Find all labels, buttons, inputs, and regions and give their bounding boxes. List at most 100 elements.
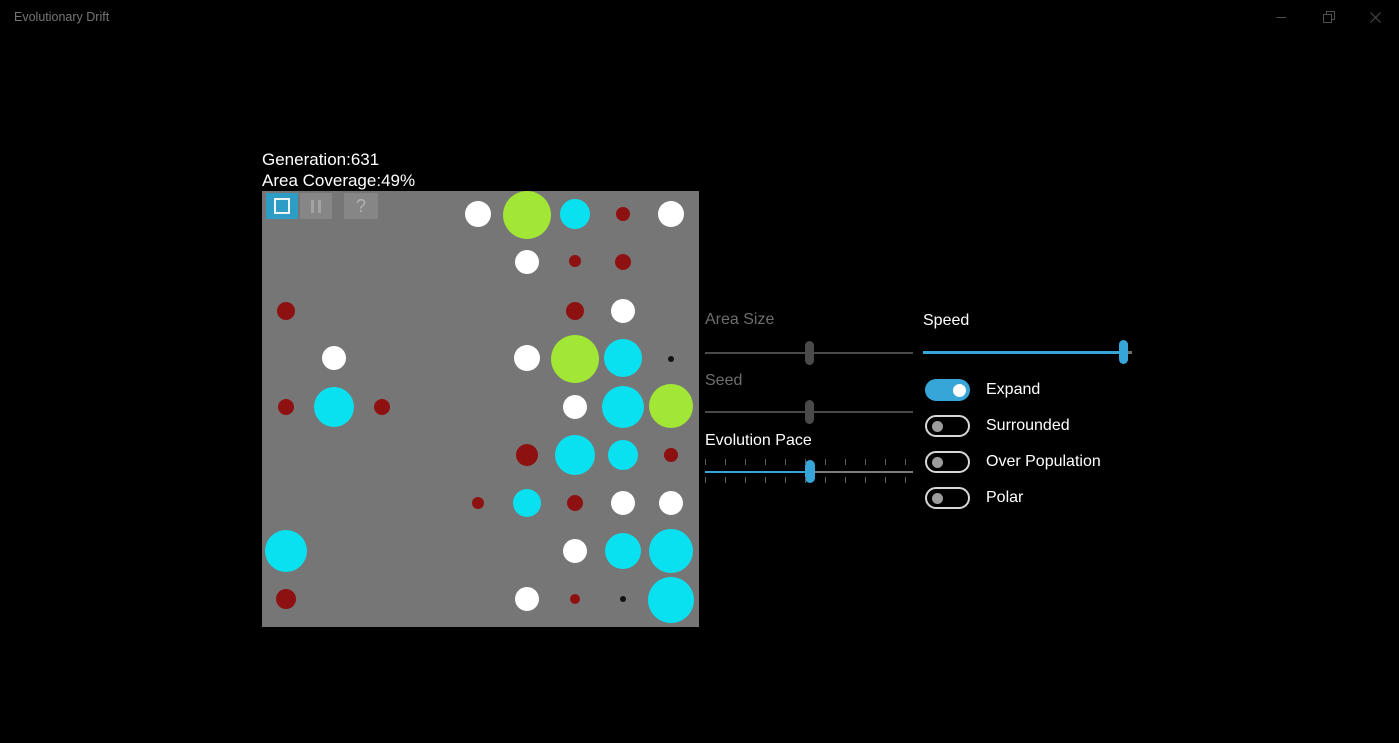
toggle-row-over-population: Over Population bbox=[925, 451, 1245, 473]
pace-tick bbox=[885, 477, 886, 483]
toggle-knob bbox=[932, 420, 943, 432]
cell-white bbox=[465, 201, 491, 227]
evolution-pace-slider[interactable] bbox=[705, 455, 913, 489]
pace-tick bbox=[865, 477, 866, 483]
pace-tick bbox=[845, 477, 846, 483]
cell-cyan bbox=[605, 533, 641, 569]
cell-black bbox=[668, 356, 674, 362]
toggle-polar[interactable] bbox=[925, 487, 970, 509]
cell-white bbox=[611, 299, 635, 323]
cell-red bbox=[278, 399, 294, 415]
cell-white bbox=[659, 491, 683, 515]
pace-tick bbox=[745, 477, 746, 483]
cell-cyan bbox=[555, 435, 595, 475]
speed-label: Speed bbox=[923, 312, 970, 329]
pace-tick bbox=[705, 459, 706, 465]
cell-red bbox=[570, 594, 580, 604]
window-title: Evolutionary Drift bbox=[14, 10, 110, 24]
question-mark-icon: ? bbox=[355, 196, 366, 216]
cell-red bbox=[472, 497, 484, 509]
simulation-canvas[interactable]: ? bbox=[262, 191, 699, 627]
pause-icon bbox=[309, 199, 323, 213]
toggle-row-expand: Expand bbox=[925, 379, 1245, 401]
pace-tick bbox=[725, 477, 726, 483]
speed-active-segment bbox=[923, 351, 1123, 354]
area-size-slider[interactable] bbox=[705, 340, 913, 366]
cell-white bbox=[515, 250, 539, 274]
speed-slider[interactable] bbox=[923, 338, 1132, 366]
cell-white bbox=[658, 201, 684, 227]
cell-white bbox=[322, 346, 346, 370]
pace-tick bbox=[845, 459, 846, 465]
cell-cyan bbox=[608, 440, 638, 470]
cell-red bbox=[516, 444, 538, 466]
speed-thumb[interactable] bbox=[1118, 340, 1128, 364]
cell-black bbox=[620, 596, 626, 602]
toggle-label-surrounded: Surrounded bbox=[986, 417, 1070, 434]
generation-counter: Generation:631 bbox=[262, 150, 380, 169]
pace-tick bbox=[765, 459, 766, 465]
toggle-row-polar: Polar bbox=[925, 487, 1245, 509]
evolution-pace-label: Evolution Pace bbox=[705, 432, 812, 449]
toggle-label-over-population: Over Population bbox=[986, 453, 1101, 470]
restore-icon bbox=[1322, 11, 1335, 23]
toggle-knob bbox=[953, 383, 966, 397]
cell-cyan bbox=[513, 489, 541, 517]
toggle-label-polar: Polar bbox=[986, 489, 1024, 506]
cell-white bbox=[611, 491, 635, 515]
close-button[interactable] bbox=[1352, 0, 1399, 34]
area-coverage: Area Coverage:49% bbox=[262, 171, 416, 190]
evolution-pace-active-segment bbox=[705, 471, 811, 473]
seed-thumb[interactable] bbox=[804, 400, 814, 424]
pace-tick bbox=[765, 477, 766, 483]
pace-tick bbox=[785, 477, 786, 483]
stop-button[interactable] bbox=[266, 193, 298, 219]
stats-block: Generation:631 Area Coverage:49% bbox=[262, 149, 415, 191]
toggle-row-surrounded: Surrounded bbox=[925, 415, 1245, 437]
cell-white bbox=[563, 539, 587, 563]
cell-cyan bbox=[314, 387, 354, 427]
pace-tick bbox=[905, 459, 906, 465]
cell-red bbox=[276, 589, 296, 609]
cell-white bbox=[514, 345, 540, 371]
speed-track[interactable] bbox=[923, 351, 1132, 354]
minimize-button[interactable] bbox=[1258, 0, 1305, 34]
cell-red bbox=[664, 448, 678, 462]
cell-white bbox=[515, 587, 539, 611]
area-size-label: Area Size bbox=[705, 311, 775, 328]
seed-slider[interactable] bbox=[705, 399, 913, 425]
area-size-thumb[interactable] bbox=[804, 341, 814, 365]
cell-white bbox=[563, 395, 587, 419]
help-button[interactable]: ? bbox=[344, 193, 378, 219]
minimize-icon bbox=[1276, 16, 1287, 18]
cell-cyan bbox=[265, 530, 307, 572]
cell-green bbox=[503, 191, 551, 239]
restore-button[interactable] bbox=[1305, 0, 1352, 34]
toggle-surrounded[interactable] bbox=[925, 415, 970, 437]
close-icon bbox=[1370, 11, 1381, 23]
toggle-over-population[interactable] bbox=[925, 451, 970, 473]
pace-tick bbox=[805, 477, 806, 483]
pace-tick bbox=[785, 459, 786, 465]
toggle-label-expand: Expand bbox=[986, 381, 1041, 398]
cell-green bbox=[649, 384, 693, 428]
square-outline-icon bbox=[274, 198, 290, 214]
pace-tick bbox=[825, 477, 826, 483]
cell-red bbox=[277, 302, 295, 320]
window-controls bbox=[1258, 0, 1399, 34]
pace-tick bbox=[905, 477, 906, 483]
pace-tick bbox=[725, 459, 726, 465]
pace-tick bbox=[825, 459, 826, 465]
toggle-knob bbox=[932, 456, 943, 468]
pause-button[interactable] bbox=[300, 193, 332, 219]
pace-tick bbox=[805, 459, 806, 465]
cell-red bbox=[569, 255, 581, 267]
cell-cyan bbox=[602, 386, 644, 428]
evolution-pace-thumb[interactable] bbox=[805, 460, 816, 483]
cell-red bbox=[616, 207, 630, 221]
cell-cyan bbox=[649, 529, 693, 573]
simulation-cells bbox=[265, 191, 694, 623]
toggle-expand[interactable] bbox=[925, 379, 970, 401]
cell-red bbox=[566, 302, 584, 320]
